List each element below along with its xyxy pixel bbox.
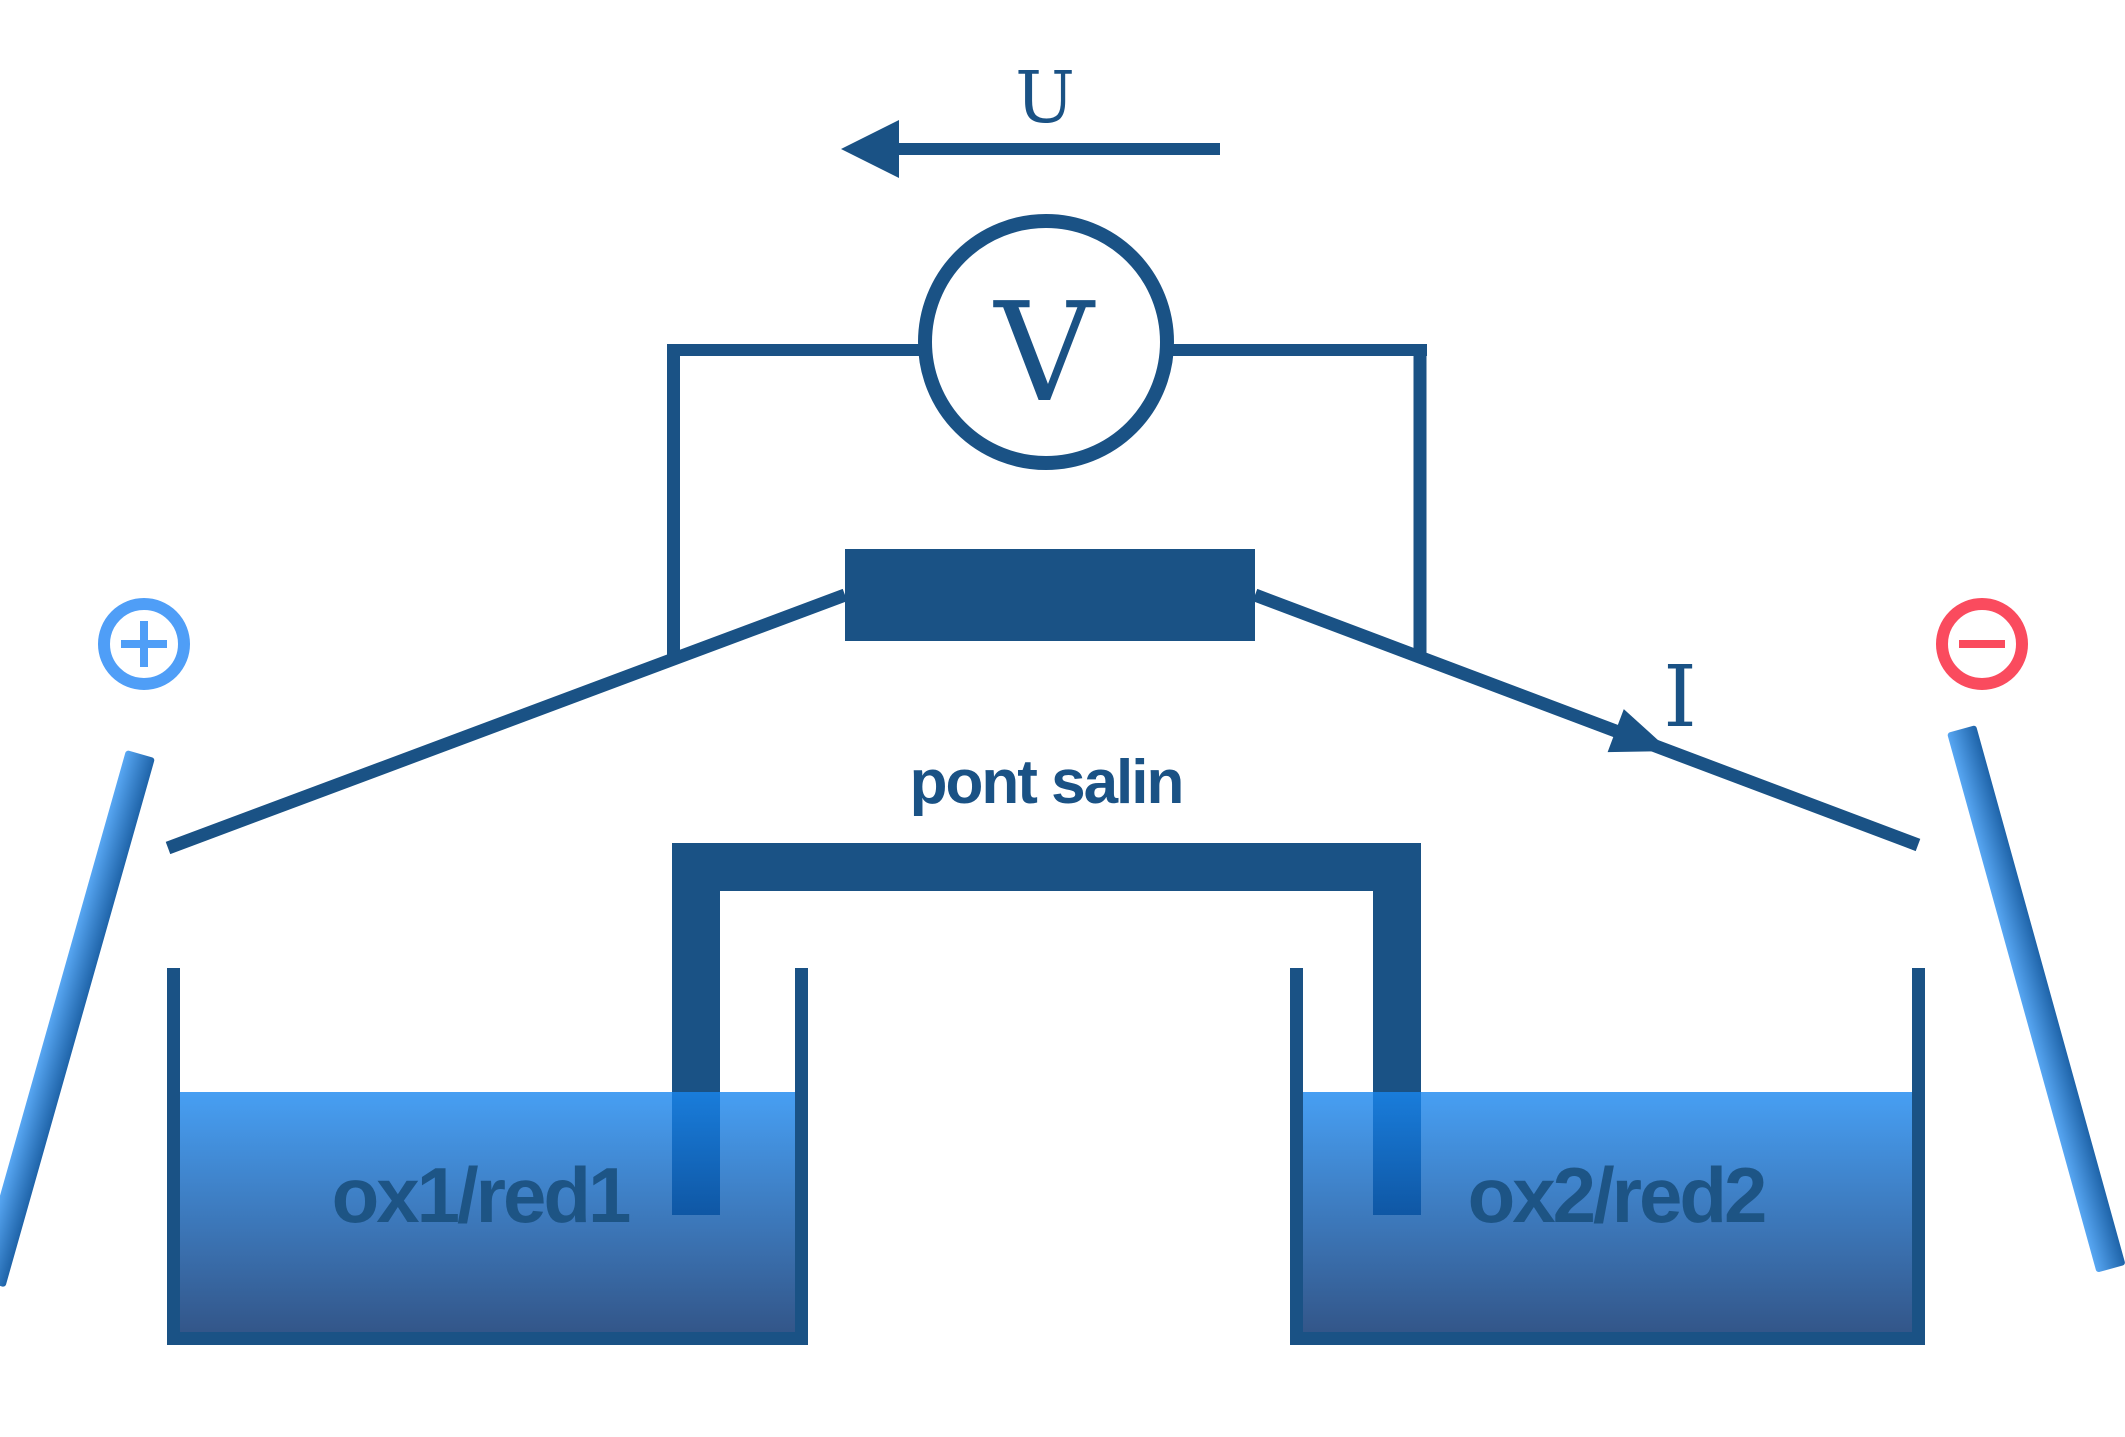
positive-terminal-icon	[98, 598, 190, 690]
right-electrode	[1947, 725, 2125, 1273]
right-beaker-liquid	[1303, 1092, 1912, 1332]
voltmeter-circle	[918, 214, 1174, 470]
left-electrode	[0, 750, 155, 1287]
left-solution-label: ox1/red1	[332, 1151, 630, 1239]
resistor	[845, 549, 1255, 641]
voltmeter-label: V	[993, 274, 1096, 433]
voltmeter: V	[918, 214, 1174, 470]
negative-terminal-icon	[1936, 598, 2028, 690]
left-beaker-liquid	[180, 1092, 795, 1332]
current-arrowhead-icon	[1607, 709, 1670, 753]
right-electrode-rod	[1947, 725, 2125, 1273]
right-solution-label: ox2/red2	[1468, 1151, 1765, 1239]
voltage-arrowhead-icon	[841, 120, 899, 178]
salt-bridge-tube	[672, 843, 1421, 1215]
voltage-label: U	[1015, 56, 1075, 139]
salt-bridge-label: pont salin	[910, 748, 1183, 817]
current-arrow: I	[1607, 648, 1697, 753]
circuit-wires	[165, 588, 1921, 855]
current-label: I	[1663, 648, 1697, 747]
voltage-arrow: U	[841, 56, 1220, 178]
salt-bridge: pont salin	[672, 748, 1421, 1215]
wire-to-right-electrode	[1252, 588, 1921, 852]
left-electrode-rod	[0, 750, 155, 1287]
wire-to-left-electrode	[165, 588, 848, 855]
voltmeter-branch-wires	[667, 344, 1427, 662]
